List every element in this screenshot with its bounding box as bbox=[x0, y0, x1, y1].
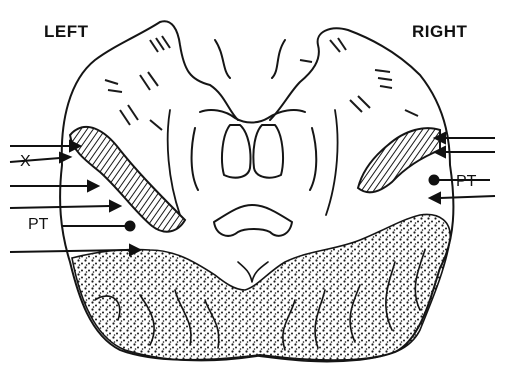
right-label: RIGHT bbox=[412, 22, 468, 41]
third-ventricle bbox=[214, 205, 292, 236]
lateral-ventricle bbox=[222, 125, 283, 178]
right-planum-band bbox=[358, 128, 440, 192]
left-label: LEFT bbox=[44, 22, 89, 41]
cortex-hatch-marks bbox=[105, 36, 418, 130]
pt-right-label: PT bbox=[456, 173, 477, 190]
pt-left-label: PT bbox=[28, 216, 49, 233]
temporal-lobe-stipple bbox=[72, 214, 450, 361]
x-marker-label: X bbox=[20, 153, 31, 170]
